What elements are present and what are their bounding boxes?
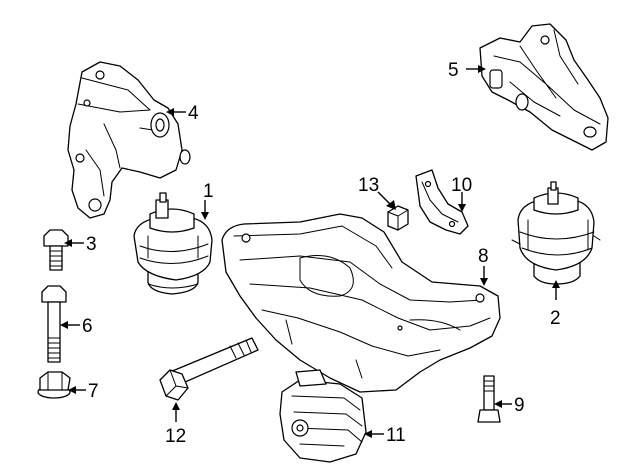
- part-1-engine-mount: [133, 192, 213, 295]
- callout-2: 2: [550, 308, 561, 329]
- part-10-bracket: [415, 169, 469, 235]
- arrow-5: [478, 65, 486, 73]
- part-6-bolt: [41, 285, 67, 363]
- arrow-1: [201, 212, 209, 220]
- callout-11: 11: [386, 425, 406, 446]
- part-7-nut: [37, 371, 71, 399]
- part-5-bracket: [479, 23, 609, 151]
- callout-labels: 1 2 3 4 5 6 7 8 9 10 11 12 13: [82, 60, 561, 447]
- callout-6: 6: [82, 316, 93, 337]
- arrow-8: [480, 278, 488, 286]
- callout-13: 13: [358, 175, 379, 196]
- part-8-subframe: [221, 213, 501, 393]
- arrow-6: [60, 321, 68, 329]
- arrow-2: [552, 280, 560, 288]
- callout-1: 1: [203, 181, 214, 202]
- arrow-7: [68, 386, 76, 394]
- arrow-4: [166, 108, 174, 116]
- part-4-bracket: [67, 61, 191, 219]
- callout-5: 5: [448, 60, 459, 81]
- arrow-12: [172, 402, 180, 410]
- callout-10: 10: [451, 175, 472, 196]
- callout-12: 12: [165, 426, 186, 447]
- callout-7: 7: [88, 381, 99, 402]
- part-11-transmission-mount: [279, 369, 367, 463]
- part-9-bolt: [477, 375, 501, 423]
- arrow-3: [64, 239, 72, 247]
- leaders: [60, 65, 560, 438]
- part-2-engine-mount: [511, 181, 601, 285]
- part-13-nut: [387, 205, 409, 231]
- callout-3: 3: [86, 234, 97, 255]
- part-12-bolt: [159, 337, 259, 401]
- callout-9: 9: [514, 395, 525, 416]
- arrow-9: [494, 400, 502, 408]
- part-3-bolt: [43, 229, 69, 271]
- callout-4: 4: [188, 103, 199, 124]
- arrow-13: [386, 200, 396, 210]
- arrow-10: [458, 204, 466, 212]
- callout-8: 8: [478, 246, 489, 267]
- arrow-11: [364, 430, 372, 438]
